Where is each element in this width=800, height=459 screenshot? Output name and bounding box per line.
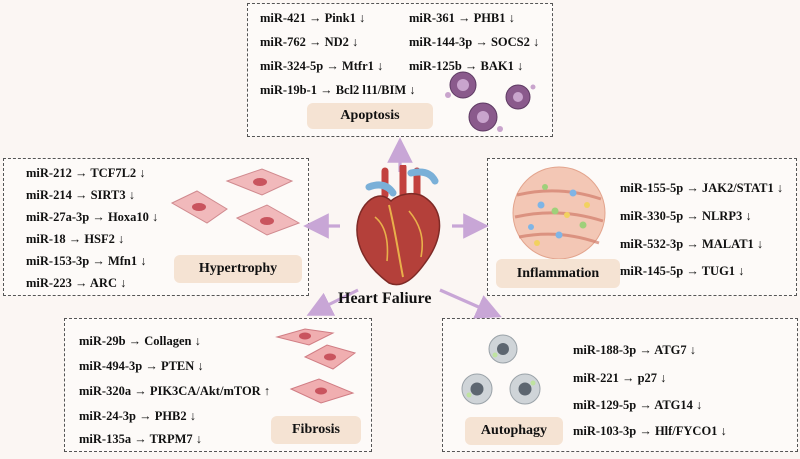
fibroblast-cells-illustration	[275, 328, 357, 404]
apoptotic-cells-illustration	[445, 71, 536, 132]
inflammation-item: miR-145-5p → TUG1 ↓	[620, 264, 745, 278]
fibrosis-panel: miR-29b → Collagen ↓ miR-494-3p → PTEN ↓…	[64, 318, 372, 452]
heart-icon	[356, 165, 441, 286]
autophagy-label: Autophagy	[465, 417, 563, 445]
fibrosis-label: Fibrosis	[271, 416, 361, 444]
hypertrophy-item: miR-18 → HSF2 ↓	[26, 232, 125, 246]
hypertrophic-cells-illustration	[170, 168, 301, 236]
inflammation-item: miR-155-5p → JAK2/STAT1 ↓	[620, 181, 784, 195]
inflamed-tissue-illustration	[512, 166, 606, 260]
hypertrophy-item: miR-27a-3p → Hoxa10 ↓	[26, 210, 159, 224]
apoptosis-panel: miR-421 → Pink1 ↓ miR-762 → ND2 ↓ miR-32…	[247, 3, 553, 137]
inflammation-item: miR-532-3p → MALAT1 ↓	[620, 237, 764, 251]
autophagy-item: miR-129-5p → ATG14 ↓	[573, 398, 703, 412]
apoptosis-item: miR-144-3p → SOCS2 ↓	[409, 35, 540, 49]
hypertrophy-label: Hypertrophy	[174, 255, 302, 283]
fibrosis-item: miR-320a → PIK3CA/Akt/mTOR ↑	[79, 384, 271, 398]
inflammation-label: Inflammation	[496, 259, 620, 288]
fibrosis-item: miR-24-3p → PHB2 ↓	[79, 409, 197, 423]
autophagy-item: miR-103-3p → Hlf/FYCO1 ↓	[573, 424, 727, 438]
apoptosis-item: miR-421 → Pink1 ↓	[260, 11, 366, 25]
hypertrophy-item: miR-153-3p → Mfn1 ↓	[26, 254, 147, 268]
apoptosis-item: miR-361 → PHB1 ↓	[409, 11, 515, 25]
autophagy-cells-illustration	[461, 334, 541, 405]
hypertrophy-panel: miR-212 → TCF7L2 ↓ miR-214 → SIRT3 ↓ miR…	[3, 158, 309, 296]
inflammation-item: miR-330-5p → NLRP3 ↓	[620, 209, 752, 223]
hypertrophy-item: miR-214 → SIRT3 ↓	[26, 188, 135, 202]
autophagy-item: miR-221 → p27 ↓	[573, 371, 667, 385]
apoptosis-item: miR-762 → ND2 ↓	[260, 35, 359, 49]
autophagy-item: miR-188-3p → ATG7 ↓	[573, 343, 697, 357]
apoptosis-item: miR-19b-1 → Bcl2 l11/BIM ↓	[260, 83, 416, 97]
fibrosis-item: miR-494-3p → PTEN ↓	[79, 359, 204, 373]
fibrosis-item: miR-29b → Collagen ↓	[79, 334, 201, 348]
fibrosis-item: miR-135a → TRPM7 ↓	[79, 432, 203, 446]
hypertrophy-item: miR-223 → ARC ↓	[26, 276, 127, 290]
apoptosis-item: miR-125b → BAK1 ↓	[409, 59, 524, 73]
apoptosis-label: Apoptosis	[307, 103, 433, 129]
apoptosis-item: miR-324-5p → Mtfr1 ↓	[260, 59, 384, 73]
inflammation-panel: miR-155-5p → JAK2/STAT1 ↓ miR-330-5p → N…	[487, 158, 797, 296]
hypertrophy-item: miR-212 → TCF7L2 ↓	[26, 166, 146, 180]
arrow-to-autophagy	[439, 288, 502, 319]
arrow-to-fibrosis	[306, 288, 359, 316]
center-title: Heart Faliure	[338, 290, 432, 307]
autophagy-panel: miR-188-3p → ATG7 ↓ miR-221 → p27 ↓ miR-…	[442, 318, 798, 452]
